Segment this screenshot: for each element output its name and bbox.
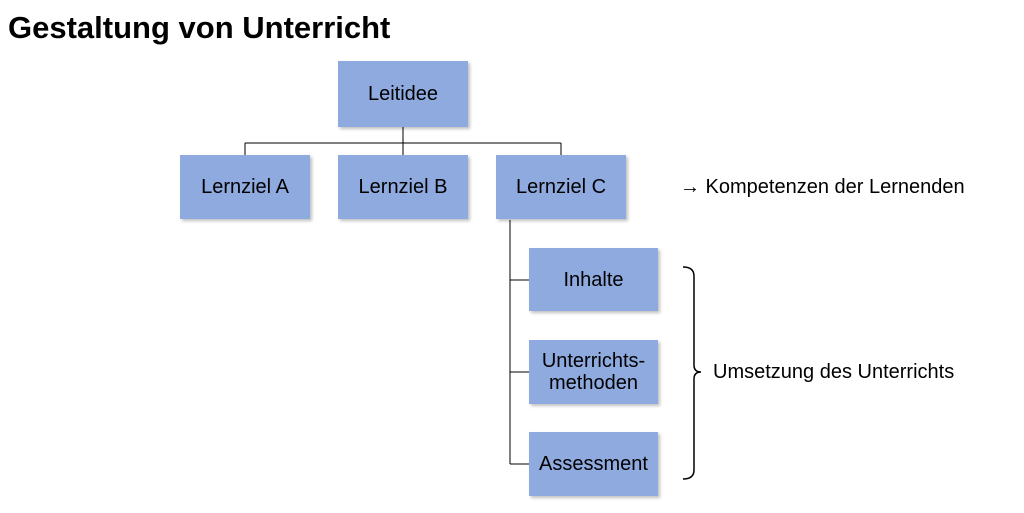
node-lernziel-c: Lernziel C xyxy=(496,155,626,219)
node-lernziel-b: Lernziel B xyxy=(338,155,468,219)
page-title: Gestaltung von Unterricht xyxy=(8,10,391,45)
node-leitidee: Leitidee xyxy=(338,61,468,127)
node-lernziel-a: Lernziel A xyxy=(180,155,310,219)
node-unterrichtsmethoden: Unterrichts- methoden xyxy=(529,340,658,404)
goals-note: → Kompetenzen der Lernenden xyxy=(680,176,965,198)
node-assessment: Assessment xyxy=(529,432,658,496)
children-note: Umsetzung des Unterrichts xyxy=(713,361,955,383)
node-inhalte: Inhalte xyxy=(529,248,658,311)
right-brace xyxy=(682,266,702,480)
